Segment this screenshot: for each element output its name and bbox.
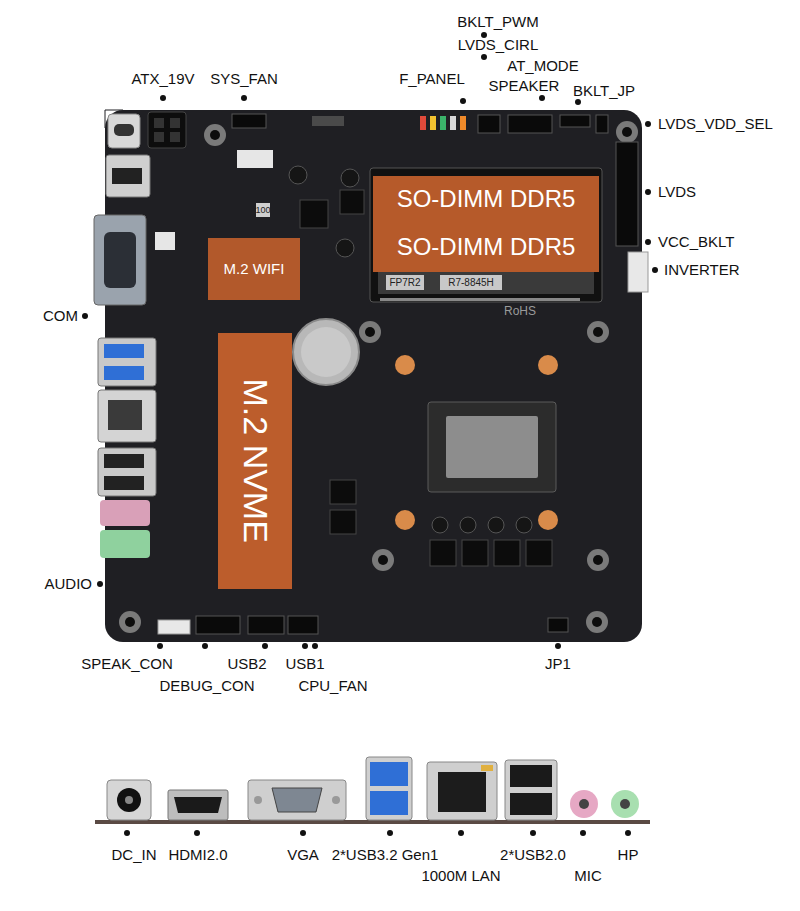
connector-label: AT_MODE (507, 57, 578, 75)
component-name: M.2 WIFI (224, 261, 285, 278)
connector-label: SYS_FAN (210, 70, 278, 88)
component-name: SO-DIMM DDR5 (397, 186, 576, 212)
connector-label: AUDIO (44, 575, 92, 593)
connector-label: LVDS_VDD_SEL (658, 115, 773, 133)
connector-label: USB2 (227, 655, 266, 673)
component-name: M.2 NVME (236, 379, 273, 543)
connector-label: ATX_19V (131, 70, 194, 88)
connector-label: SPEAK_CON (81, 655, 173, 673)
connector-label: JP1 (545, 655, 571, 673)
board-marking: FP7R2 (389, 277, 420, 289)
connector-label: 2*USB2.0 (500, 846, 566, 864)
board-marking: 100 (255, 205, 270, 216)
connector-label: MIC (574, 867, 602, 885)
connector-label: VGA (287, 846, 319, 864)
connector-label: CPU_FAN (298, 677, 367, 695)
component-name: SO-DIMM DDR5 (397, 234, 576, 260)
board-marking: RoHS (504, 304, 536, 318)
component-overlay: SO-DIMM DDR5 (373, 176, 599, 222)
board-marking: R7-8845H (448, 277, 494, 289)
connector-label: DEBUG_CON (159, 677, 254, 695)
component-overlay: SO-DIMM DDR5 (373, 222, 599, 272)
connector-label: 1000M LAN (421, 867, 500, 885)
connector-label: SPEAKER (489, 77, 560, 95)
connector-label: F_PANEL (399, 70, 465, 88)
connector-label: COM (43, 307, 78, 325)
component-overlay: M.2 NVME (218, 333, 292, 589)
connector-label: 2*USB3.2 Gen1 (332, 846, 439, 864)
connector-label: DC_IN (111, 846, 156, 864)
connector-label: BKLT_JP (573, 82, 635, 100)
connector-label: LVDS_CIRL (458, 36, 539, 54)
connector-label: LVDS (658, 183, 696, 201)
component-overlay: M.2 WIFI (208, 238, 300, 300)
connector-label: BKLT_PWM (457, 13, 538, 31)
connector-label: USB1 (285, 655, 324, 673)
connector-label: HDMI2.0 (168, 846, 227, 864)
connector-label: INVERTER (664, 261, 740, 279)
connector-label: VCC_BKLT (658, 233, 734, 251)
connector-label: HP (618, 846, 639, 864)
